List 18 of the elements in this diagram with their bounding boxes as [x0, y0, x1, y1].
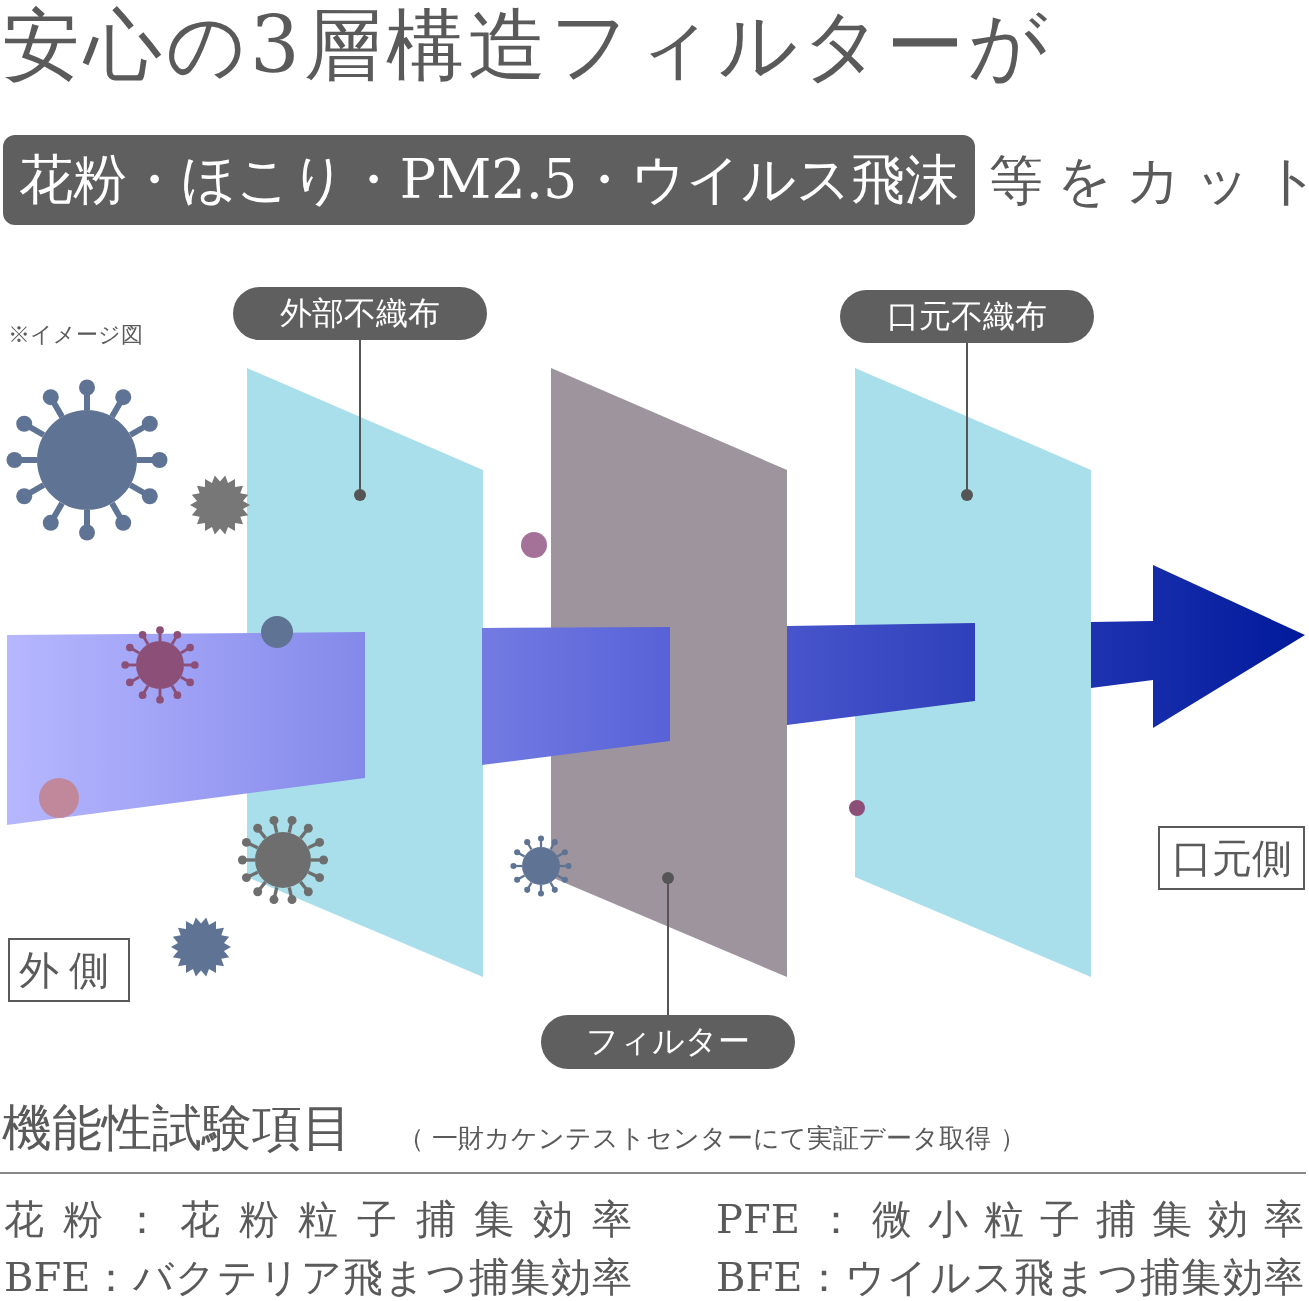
section-heading: 機能性試験項目: [2, 1100, 352, 1158]
test-item: BFE：バクテリア飛まつ捕集効率: [4, 1254, 632, 1300]
layer-label: フィルター: [541, 1015, 795, 1069]
note: ※イメージ図: [8, 322, 143, 348]
test-item: 花粉：花粉粒子捕集効率: [4, 1196, 632, 1242]
layer-label: 外部不織布: [233, 287, 487, 340]
title: 安心の3層構造フィルターが: [2, 0, 1053, 92]
highlight-banner: 花粉・ほこり・PM2.5・ウイルス飛沫: [3, 135, 975, 225]
test-item: PFE：微小粒子捕集効率: [716, 1196, 1304, 1242]
leader-line: [662, 872, 674, 1016]
leader-line: [354, 339, 366, 501]
side-label-box: 外側: [8, 938, 130, 1002]
side-label-box: 口元側: [1158, 826, 1305, 890]
layer-label: 口元不織布: [840, 290, 1094, 343]
test-item: BFE：ウイルス飛まつ捕集効率: [716, 1254, 1304, 1300]
banner-suffix: 等をカット: [989, 148, 1309, 214]
source-note: （ 一財カケンテストセンターにて実証データ取得 ）: [398, 1124, 1026, 1154]
leader-line: [961, 342, 973, 501]
